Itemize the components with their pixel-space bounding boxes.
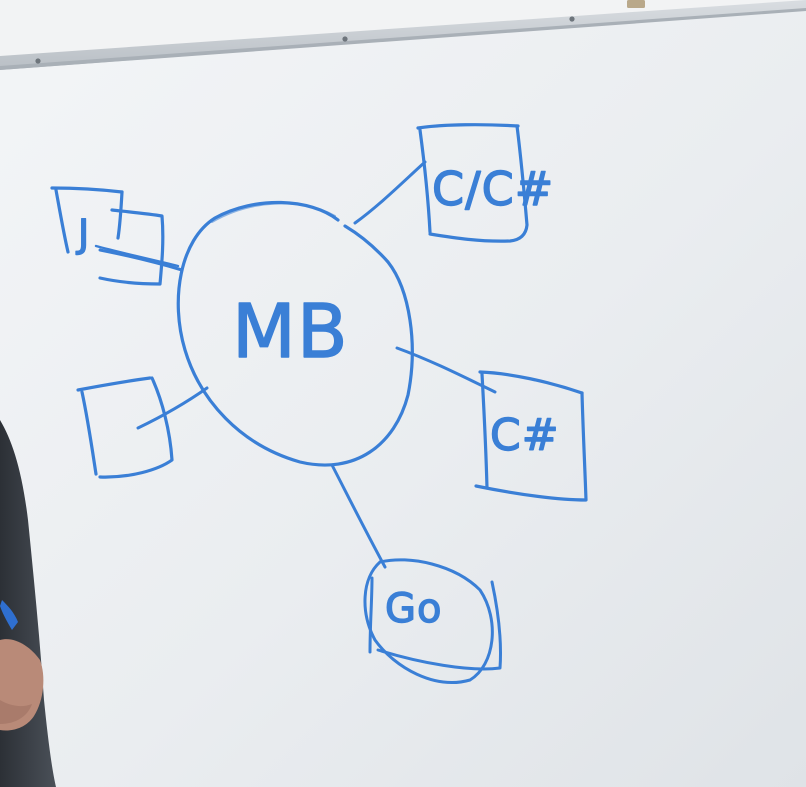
node-box-top-right bbox=[416, 123, 529, 243]
central-circle bbox=[176, 200, 414, 467]
node-ellipse-bottom bbox=[363, 558, 503, 684]
node-label-top-right: C/C# bbox=[432, 162, 554, 216]
marker-pen bbox=[0, 600, 18, 630]
node-label-bottom: Go bbox=[385, 586, 442, 632]
node-label-top-left: J bbox=[76, 212, 90, 256]
connector-top-left bbox=[98, 248, 184, 272]
connector-bottom bbox=[330, 463, 387, 569]
center-label: MB bbox=[232, 289, 349, 375]
node-box-left bbox=[76, 376, 174, 479]
node-box-top-left bbox=[50, 186, 180, 286]
presenter-body bbox=[0, 420, 56, 787]
node-label-right: C# bbox=[490, 410, 560, 461]
connector-top-right bbox=[353, 160, 427, 225]
connector-left bbox=[136, 386, 209, 430]
connector-lines bbox=[98, 160, 497, 569]
node-box-right bbox=[474, 370, 588, 502]
